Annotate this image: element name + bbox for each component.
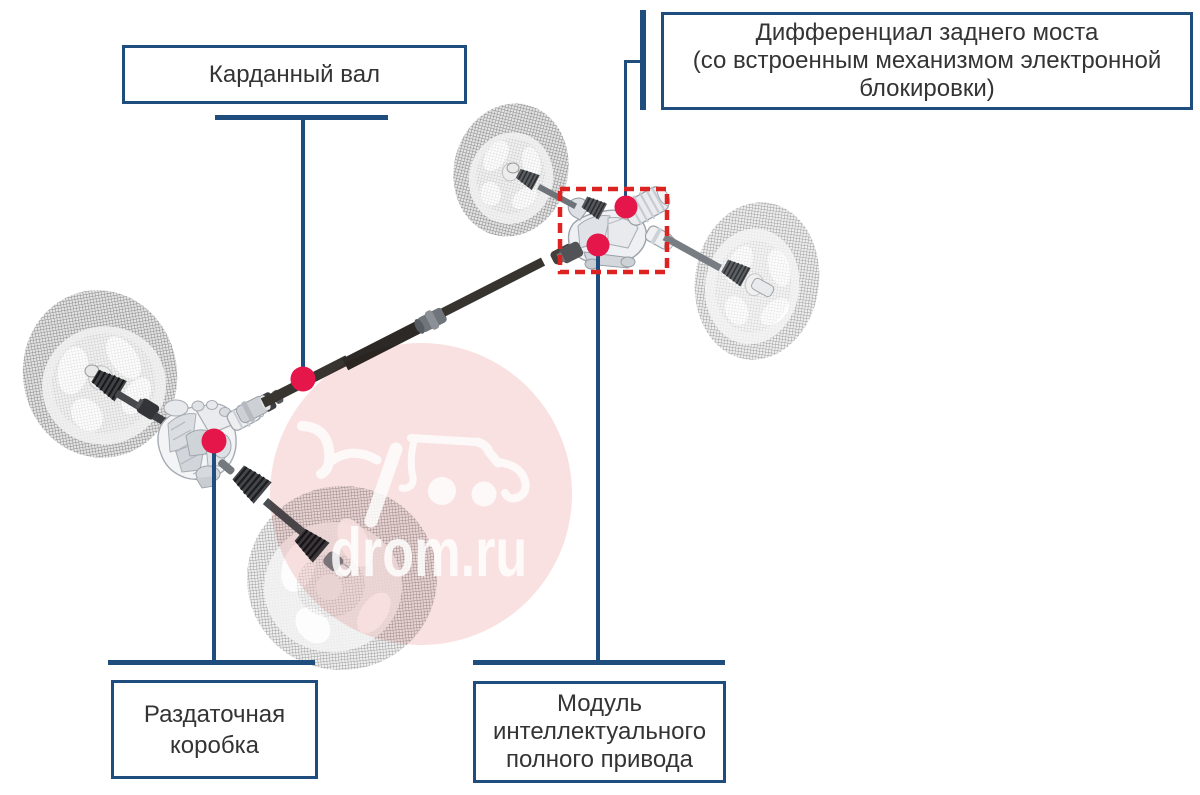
- svg-text:drom.ru: drom.ru: [330, 514, 527, 591]
